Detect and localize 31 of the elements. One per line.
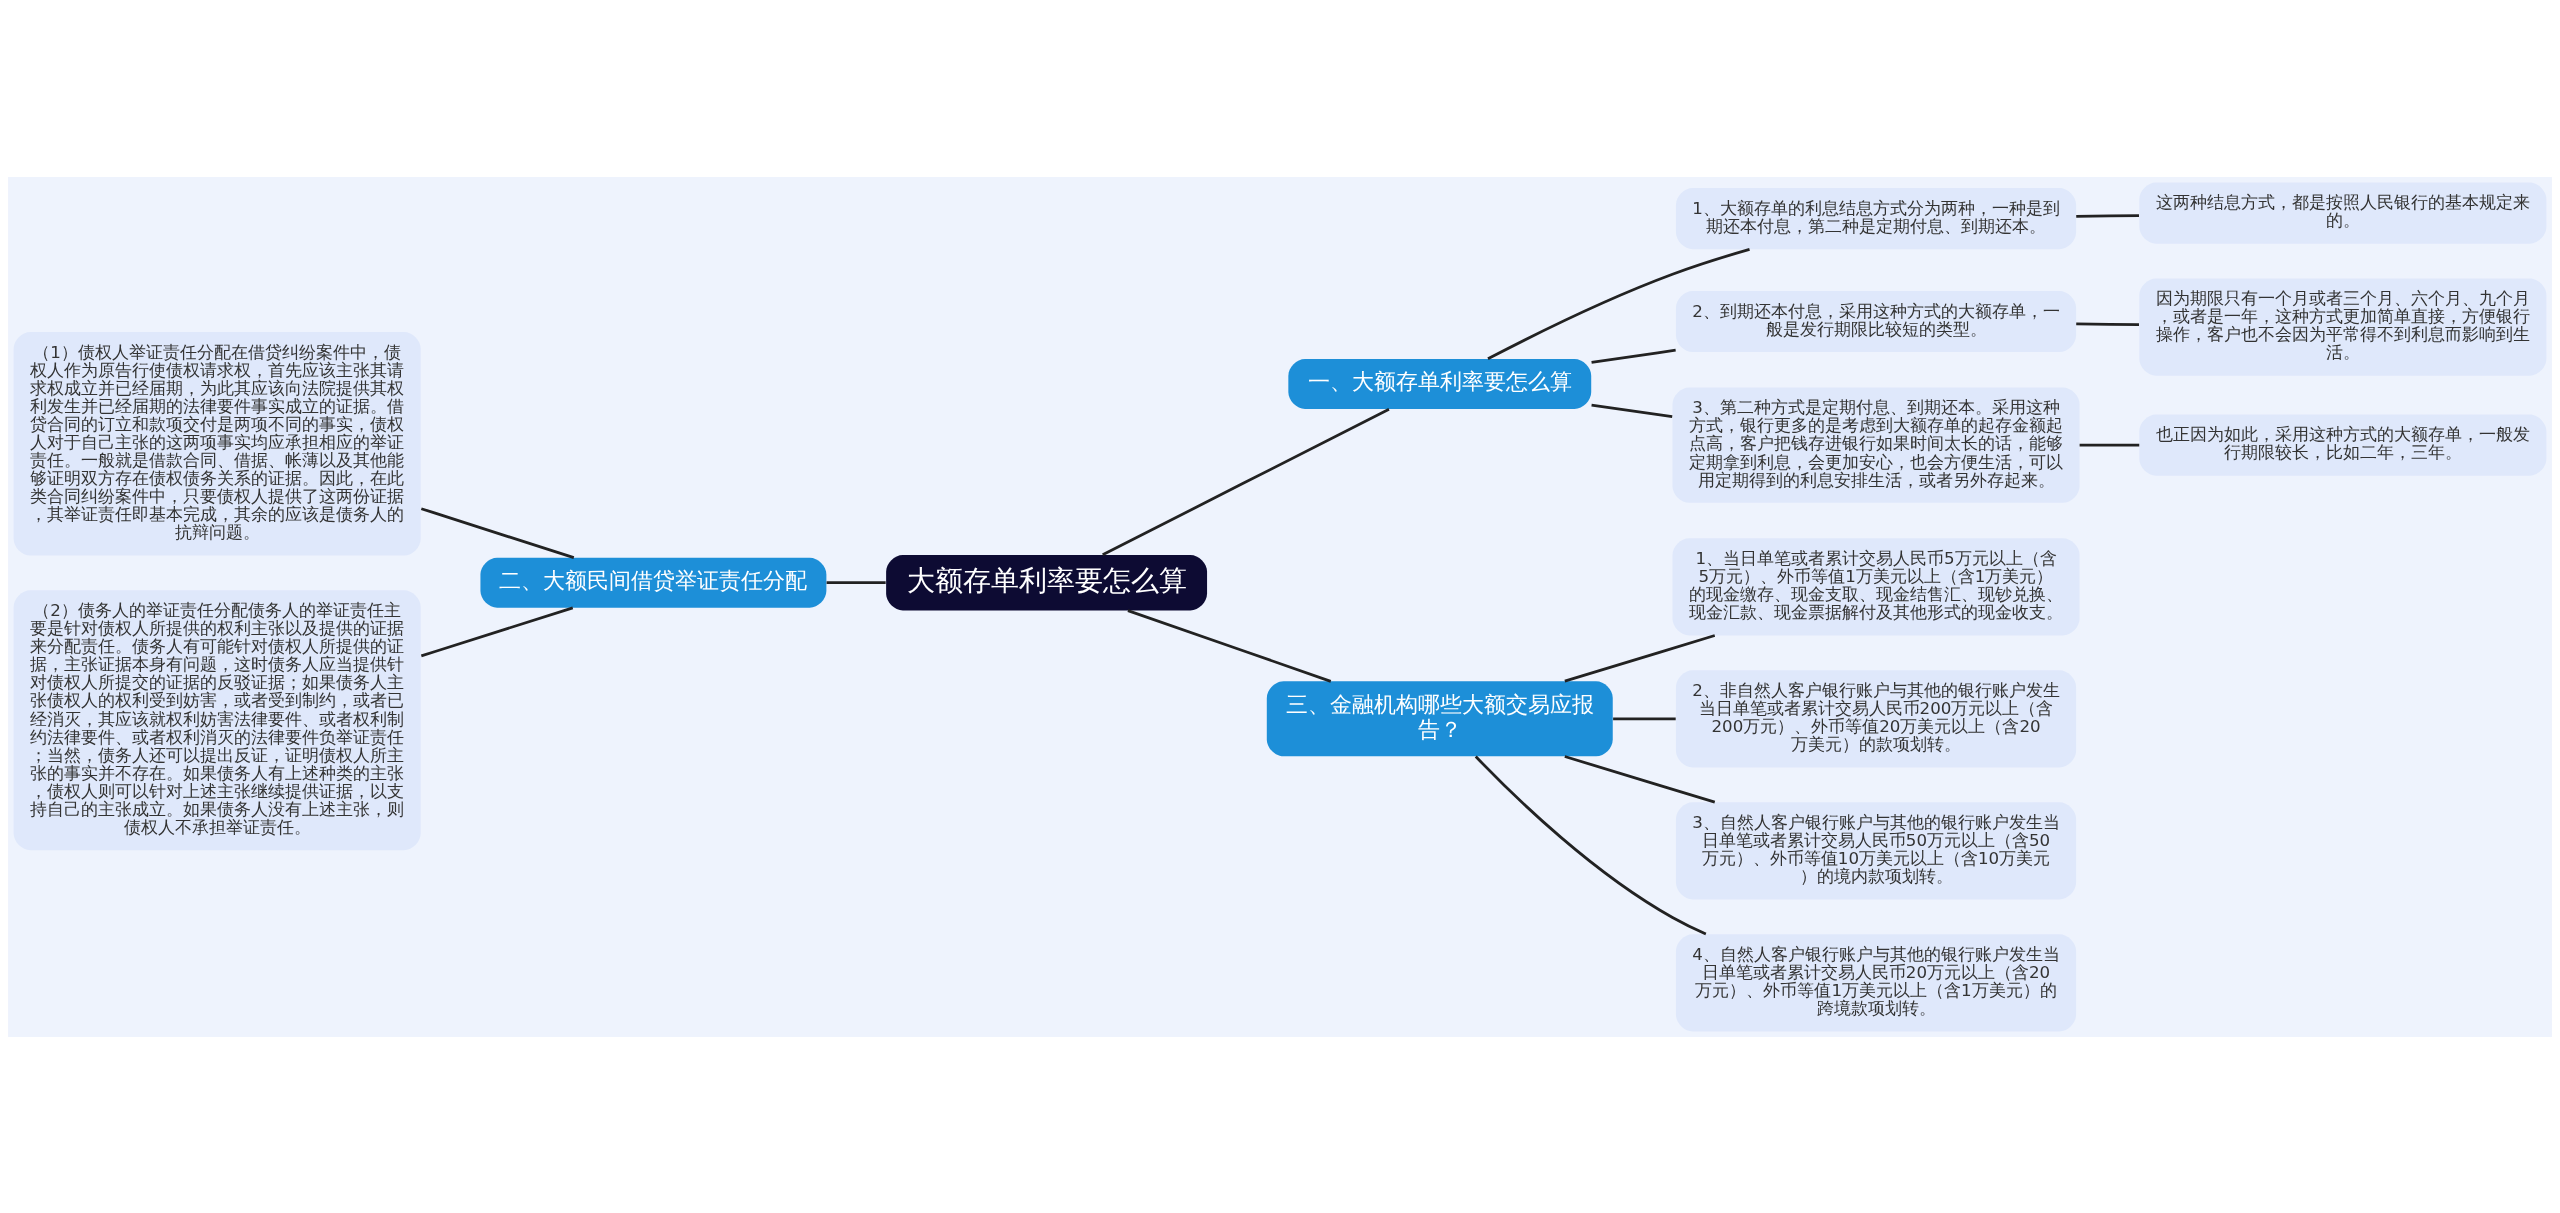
connector bbox=[420, 606, 574, 657]
connector bbox=[420, 506, 575, 559]
connector bbox=[1474, 755, 1707, 935]
connector bbox=[1127, 608, 1332, 683]
node-box: 1、大额存单的利息结息方式分为两种，一种是到期还本付息，第二种是定期付息、到期还本。 bbox=[1675, 187, 2077, 249]
node-box: 4、自然人客户银行账户与其他的银行账户发生当日单笔或者累计交易人民币20万元以上（含20万元）、外币等值1万美元以上（含1万美元）的跨境款项划转。 bbox=[1675, 933, 2077, 1031]
node-box: （2）债务人的举证责任分配债务人的举证责任主要是针对债权人所提供的权利主张以及提供的证据来分配责任。债务人有可能针对债权人所提供的证据，主张证据本身有问题，这时债务人应当提供针对债权人所提交的证据的反驳证据；如果债务人主张债权人的权利受到妨害，或者受到制约，或者已经消灭，其应该就权利妨害法律要件、或者权利制约法律要件、或者权利消灭的法律要件负举证责任；当然，债务人还可以提出反证，证明债权人所主张的事实并不存在。如果债务人有上述种类的主张，债权人则可以针对上述主张继续提供证据，以支持自己的主张成立。如果债务人没有上述主张，则债权人不承担举证责任。 bbox=[13, 589, 421, 850]
node-box: 这两种结息方式，都是按照人民银行的基本规定来的。 bbox=[2139, 182, 2547, 244]
node-box: 因为期限只有一个月或者三个月、六个月、九个月，或者是一年，这种方式更加简单直接，方便银行操作，客户也不会因为平常得不到利息而影响到生活。 bbox=[2139, 277, 2547, 376]
node-box: 1、当日单笔或者累计交易人民币5万元以上（含5万元）、外币等值1万美元以上（含1万美元）的现金缴存、现金支取、现金结售汇、现钞兑换、现金汇款、现金票据解付及其他形式的现金收支。 bbox=[1672, 537, 2080, 635]
node-box: 也正因为如此，采用这种方式的大额存单，一般发行期限较长，比如二年，三年。 bbox=[2139, 414, 2547, 476]
connector bbox=[1487, 247, 1750, 360]
node-box: 一、大额存单利率要怎么算 bbox=[1288, 358, 1592, 409]
node-box: 二、大额民间借贷举证责任分配 bbox=[480, 557, 827, 608]
node-box: 3、自然人客户银行账户与其他的银行账户发生当日单笔或者累计交易人民币50万元以上（含50万元）、外币等值10万美元以上（含10万美元）的境内款项划转。 bbox=[1675, 801, 2077, 899]
node-box: 2、到期还本付息，采用这种方式的大额存单，一般是发行期限比较短的类型。 bbox=[1675, 290, 2077, 352]
connector bbox=[1564, 754, 1716, 803]
connector bbox=[826, 580, 886, 584]
node-box: 大额存单利率要怎么算 bbox=[886, 554, 1208, 610]
node-box: 2、非自然人客户银行账户与其他的银行账户发生当日单笔或者累计交易人民币200万元以上（含200万元）、外币等值20万美元以上（含20万美元）的款项划转。 bbox=[1675, 669, 2077, 767]
connector bbox=[1102, 407, 1390, 556]
connector bbox=[1591, 403, 1673, 418]
node-box: 三、金融机构哪些大额交易应报告？ bbox=[1266, 680, 1613, 756]
connector bbox=[1564, 633, 1716, 682]
connector bbox=[2076, 322, 2139, 326]
connector bbox=[1613, 716, 1676, 720]
node-box: 3、第二种方式是定期付息、到期还本。采用这种方式，银行更多的是考虑到大额存单的起存金额起点高，客户把钱存进银行如果时间太长的话，能够定期拿到利息，会更加安心，也会方便生活，可以用定期得到的利息安排生活，或者另外存起来。 bbox=[1672, 387, 2080, 503]
node-box: （1）债权人举证责任分配在借贷纠纷案件中，债权人作为原告行使债权请求权，首先应该主张其请求权成立并已经届期，为此其应该向法院提供其权利发生并已经届期的法律要件事实成立的证据。借贷合同的订立和款项交付是两项不同的事实，债权人对于自己主张的这两项事实均应承担相应的举证责任。一般就是借款合同、借据、帐薄以及其他能够证明双方存在债权债务关系的证据。因此，在此类合同纠纷案件中，只要债权人提供了这两份证据，其举证责任即基本完成，其余的应该是债务人的抗辩问题。 bbox=[13, 331, 421, 556]
connector bbox=[2076, 213, 2139, 218]
connector bbox=[2079, 443, 2140, 447]
connector bbox=[1591, 348, 1676, 364]
